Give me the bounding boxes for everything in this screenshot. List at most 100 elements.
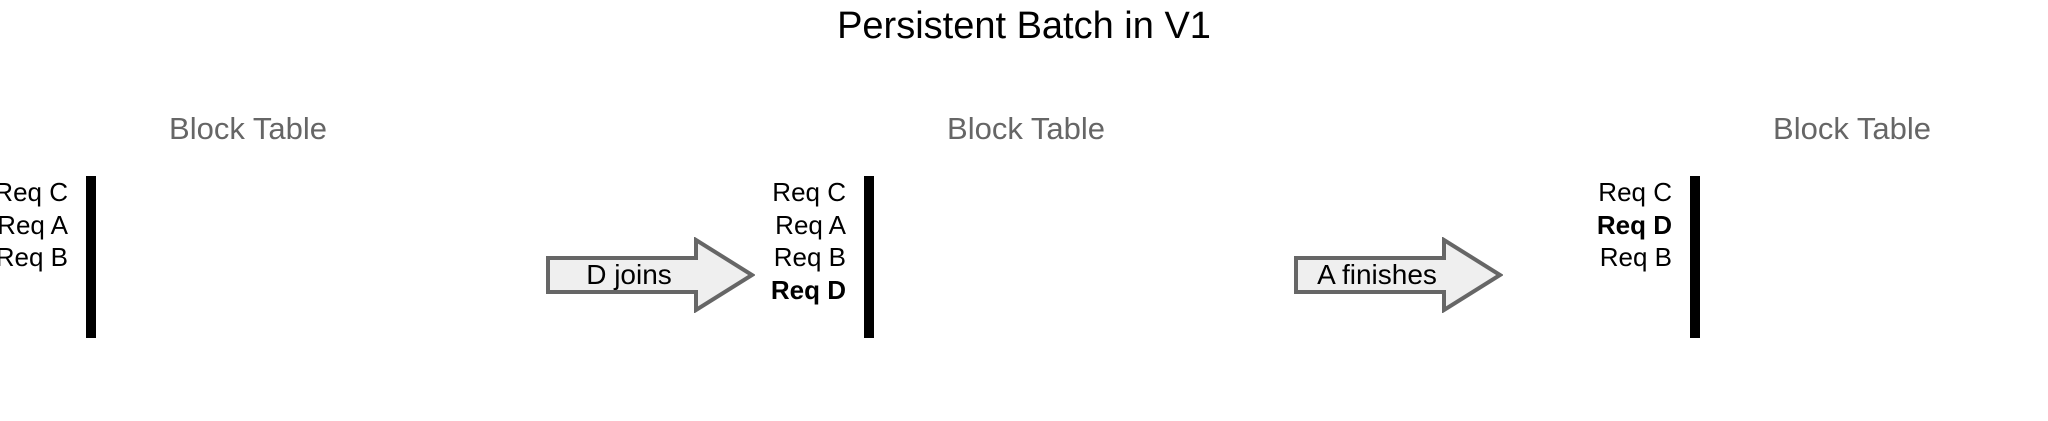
row-label-empty-1 xyxy=(0,274,78,307)
block-cell[interactable] xyxy=(1692,304,1696,338)
block-cell[interactable] xyxy=(1694,272,1698,306)
row-labels-2: Req C Req A Req B Req D xyxy=(684,176,856,339)
block-table-title-3: Block Table xyxy=(1773,111,1931,146)
block-cell[interactable] xyxy=(870,208,874,242)
block-cell[interactable] xyxy=(88,176,92,210)
block-cell[interactable] xyxy=(1696,208,1700,242)
block-cell[interactable] xyxy=(86,208,90,242)
block-cell[interactable] xyxy=(88,304,92,338)
arrow-a-finishes[interactable]: A finishes xyxy=(1293,237,1503,313)
block-cell[interactable] xyxy=(866,304,870,338)
block-table-1 xyxy=(86,176,96,338)
block-cell[interactable] xyxy=(90,208,94,242)
block-table-title-1: Block Table xyxy=(169,111,327,146)
row-label-req-d: Req D xyxy=(770,274,846,305)
block-cell[interactable] xyxy=(1694,240,1698,274)
block-cell[interactable] xyxy=(864,272,868,306)
row-label-req-c: Req C xyxy=(772,177,846,207)
block-cell[interactable] xyxy=(90,240,94,274)
block-cell[interactable] xyxy=(88,272,92,306)
block-cell[interactable] xyxy=(866,240,870,274)
block-cell[interactable] xyxy=(1692,176,1696,210)
table-row xyxy=(864,272,874,306)
block-cell[interactable] xyxy=(88,240,92,274)
block-cell[interactable] xyxy=(868,240,872,274)
block-cell[interactable] xyxy=(1690,208,1694,242)
block-cell[interactable] xyxy=(868,176,872,210)
row-label-req-b: Req B xyxy=(0,242,68,273)
table-row xyxy=(1690,208,1700,242)
block-cell[interactable] xyxy=(90,176,94,210)
block-cell[interactable] xyxy=(866,208,870,242)
table-row xyxy=(1690,304,1700,338)
block-cell[interactable] xyxy=(86,304,90,338)
block-cell[interactable] xyxy=(1694,176,1698,210)
block-cell[interactable] xyxy=(1692,240,1696,274)
block-cell[interactable] xyxy=(86,272,90,306)
row-labels-3: Req C Req D Req B xyxy=(1510,176,1682,339)
block-cell[interactable] xyxy=(864,240,868,274)
block-cell[interactable] xyxy=(1692,208,1696,242)
row-label-req-c: Req C xyxy=(0,177,68,207)
block-cell[interactable] xyxy=(1696,176,1700,210)
block-cell[interactable] xyxy=(1696,304,1700,338)
block-cell[interactable] xyxy=(866,176,870,210)
block-cell[interactable] xyxy=(870,176,874,210)
table-row xyxy=(864,176,874,210)
block-cell[interactable] xyxy=(86,240,90,274)
block-cell[interactable] xyxy=(1696,272,1700,306)
block-cell[interactable] xyxy=(868,304,872,338)
table-row xyxy=(864,240,874,274)
block-cell[interactable] xyxy=(92,304,96,338)
diagram-stage: Block Table Req C Req A Req B xyxy=(0,110,2048,410)
block-cell[interactable] xyxy=(92,208,96,242)
block-cell[interactable] xyxy=(866,272,870,306)
block-cell[interactable] xyxy=(90,304,94,338)
row-label-req-a: Req A xyxy=(775,209,846,240)
table-row xyxy=(86,304,96,338)
block-cell[interactable] xyxy=(864,176,868,210)
block-table-3 xyxy=(1690,176,1700,338)
row-label-req-c: Req C xyxy=(1598,177,1672,207)
block-table-2 xyxy=(864,176,874,338)
block-cell[interactable] xyxy=(90,272,94,306)
table-row xyxy=(1690,240,1700,274)
row-label-empty-1 xyxy=(1510,274,1682,307)
block-cell[interactable] xyxy=(870,304,874,338)
block-cell[interactable] xyxy=(1694,304,1698,338)
row-label-empty-1 xyxy=(684,306,856,339)
arrow-shape-icon xyxy=(1294,237,1503,313)
block-cell[interactable] xyxy=(92,240,96,274)
block-cell[interactable] xyxy=(870,272,874,306)
block-cell[interactable] xyxy=(1690,176,1694,210)
block-cell[interactable] xyxy=(868,208,872,242)
block-cell[interactable] xyxy=(868,272,872,306)
table-row xyxy=(1690,272,1700,306)
row-label-empty-2 xyxy=(0,306,78,339)
block-cell[interactable] xyxy=(92,176,96,210)
page-title: Persistent Batch in V1 xyxy=(837,5,1211,47)
block-cell[interactable] xyxy=(1690,272,1694,306)
block-cell[interactable] xyxy=(1694,208,1698,242)
row-label-req-b: Req B xyxy=(1599,242,1672,273)
table-row xyxy=(864,208,874,242)
row-label-req-b: Req B xyxy=(773,242,846,273)
table-row xyxy=(864,304,874,338)
block-cell[interactable] xyxy=(92,272,96,306)
row-label-empty-2 xyxy=(1510,306,1682,339)
block-cell[interactable] xyxy=(1690,240,1694,274)
block-cell[interactable] xyxy=(864,304,868,338)
block-cell[interactable] xyxy=(1690,304,1694,338)
table-row xyxy=(86,272,96,306)
block-cell[interactable] xyxy=(864,208,868,242)
block-cell[interactable] xyxy=(86,176,90,210)
arrow-shape-icon xyxy=(546,237,755,313)
table-row xyxy=(86,176,96,210)
block-cell[interactable] xyxy=(1692,272,1696,306)
block-table-title-2: Block Table xyxy=(947,111,1105,146)
row-label-req-d: Req D xyxy=(1596,209,1672,240)
table-row xyxy=(1690,176,1700,210)
block-cell[interactable] xyxy=(88,208,92,242)
block-cell[interactable] xyxy=(870,240,874,274)
block-cell[interactable] xyxy=(1696,240,1700,274)
